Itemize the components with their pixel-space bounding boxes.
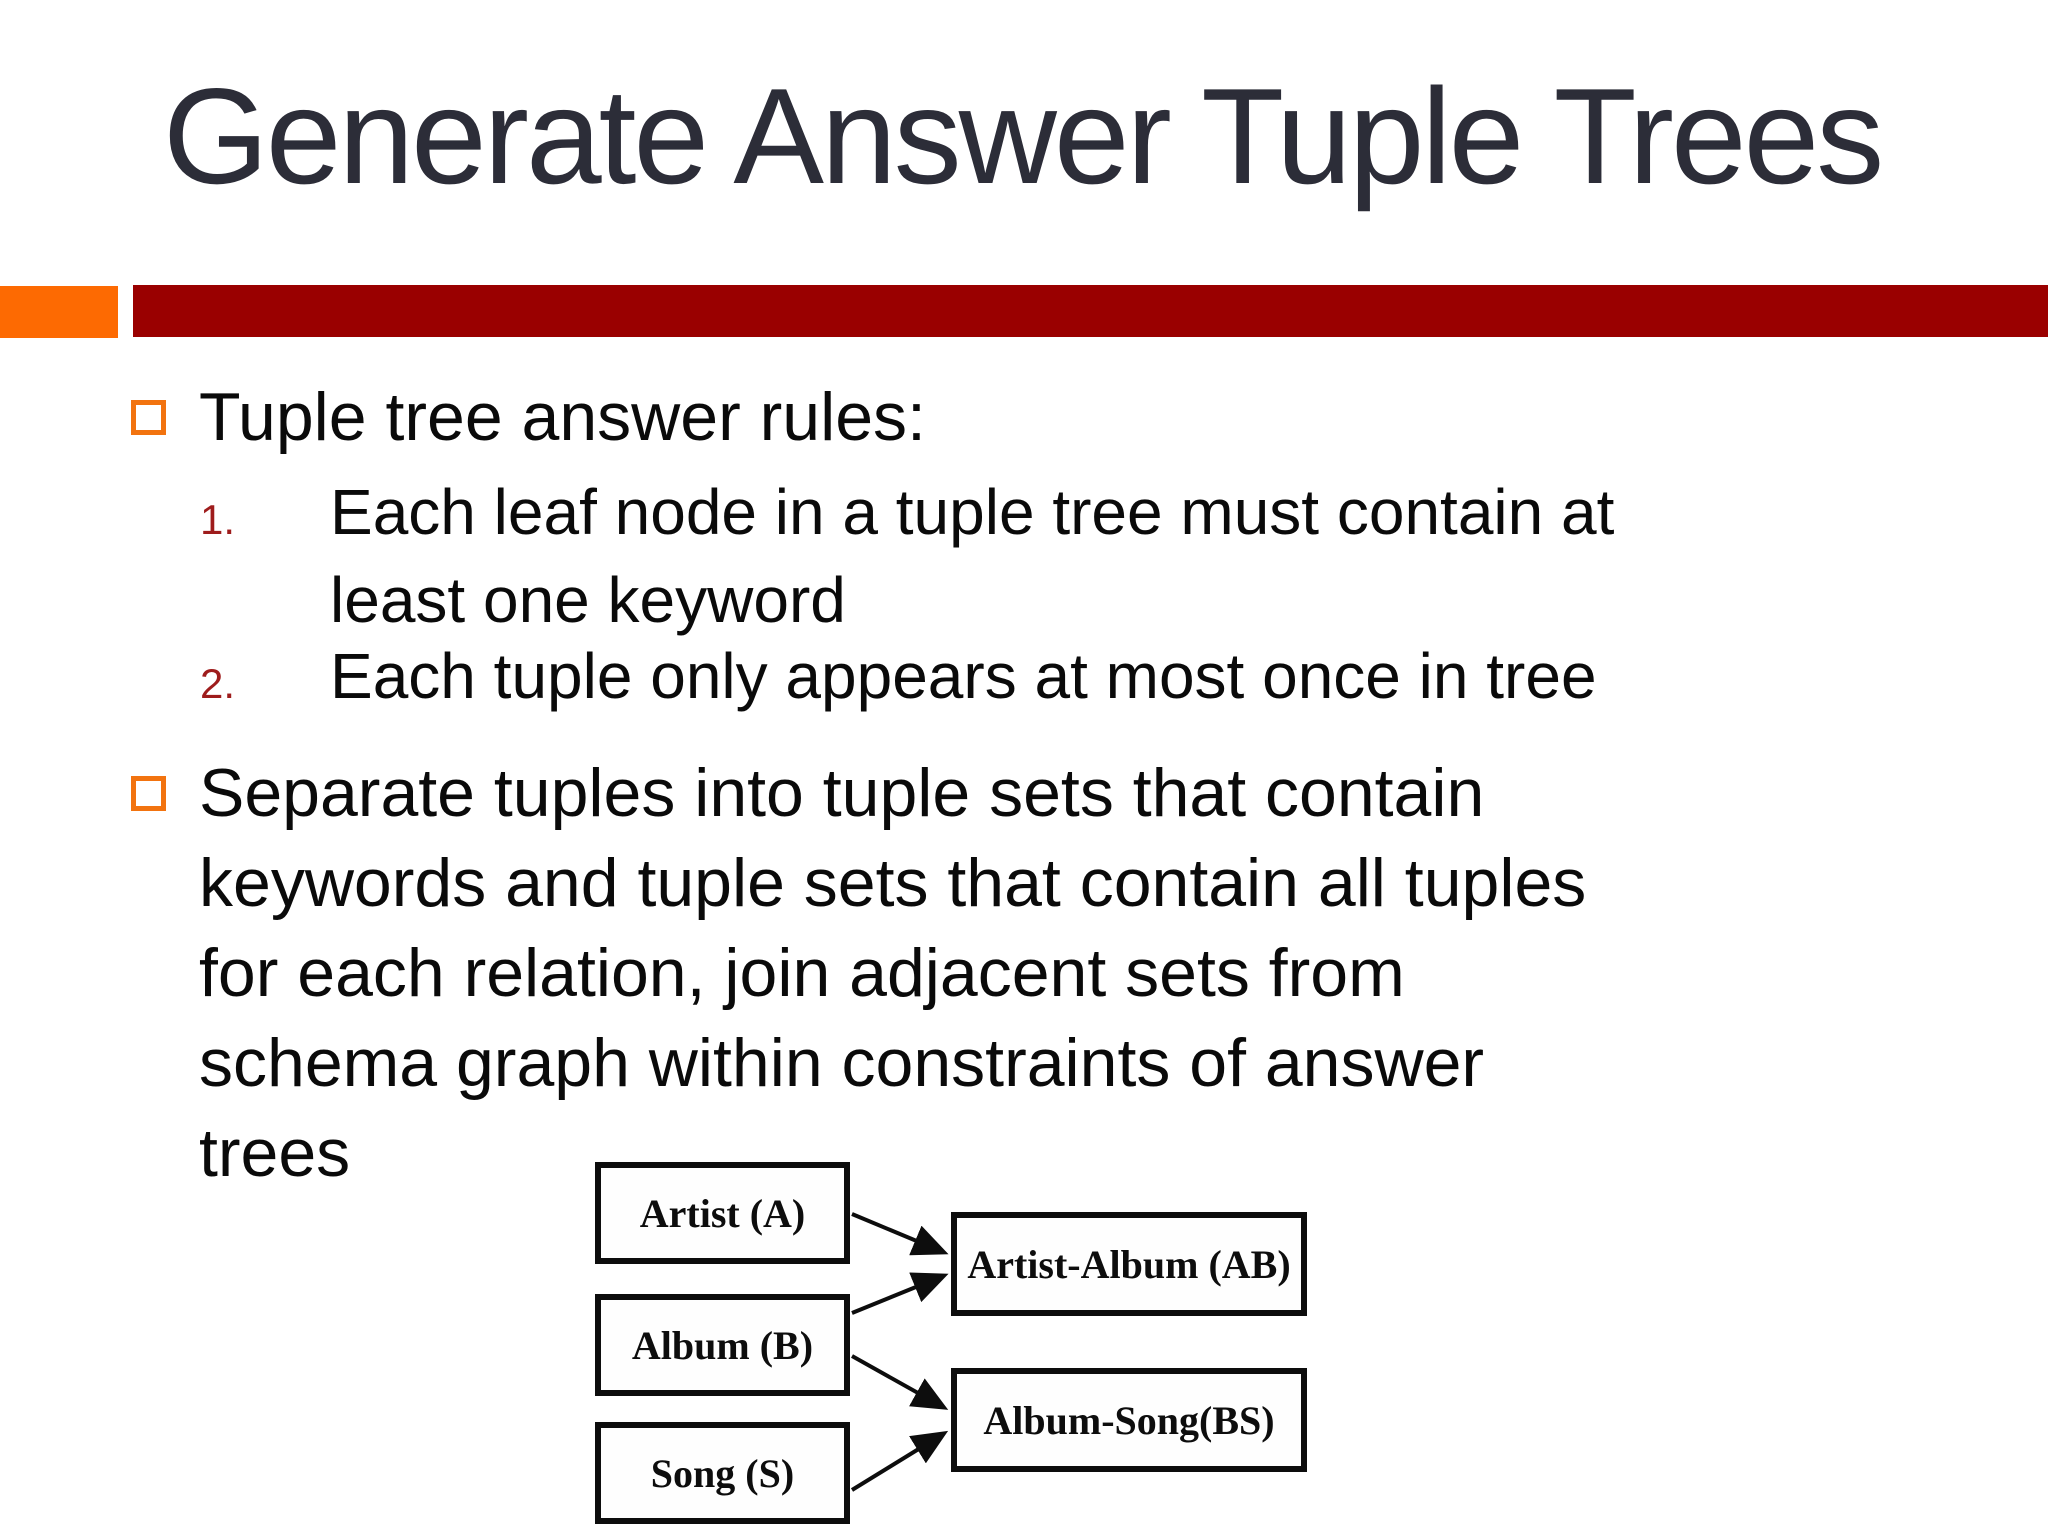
numbered-rule-2: 2. Each tuple only appears at most once …	[200, 632, 1597, 720]
rule-1-text: Each leaf node in a tuple tree must cont…	[330, 468, 1614, 644]
bullet-separate-text: Separate tuples into tuple sets that con…	[199, 748, 1586, 1198]
schema-graph-diagram: Artist (A) Album (B) Song (S) Artist-Alb…	[595, 1160, 1310, 1532]
bullet-item-rules: Tuple tree answer rules:	[131, 372, 926, 462]
rule-2-number: 2.	[200, 660, 236, 707]
bullet-separate-line-4: schema graph within constraints of answe…	[199, 1025, 1485, 1101]
accent-red-bar	[133, 285, 2048, 337]
node-album: Album (B)	[595, 1294, 850, 1396]
rule-2-text: Each tuple only appears at most once in …	[330, 632, 1597, 720]
node-artist: Artist (A)	[595, 1162, 850, 1264]
slide-title: Generate Answer Tuple Trees	[163, 60, 1884, 212]
numbered-rule-1: 1. Each leaf node in a tuple tree must c…	[200, 468, 1614, 644]
bullet-separate-line-1: Separate tuples into tuple sets that con…	[199, 755, 1485, 831]
rule-1-number: 1.	[200, 496, 236, 543]
rule-1-line-1: Each leaf node in a tuple tree must cont…	[330, 476, 1615, 548]
bullet-item-separate: Separate tuples into tuple sets that con…	[131, 748, 1586, 1198]
bullet-separate-line-5: trees	[199, 1115, 351, 1191]
node-album-song: Album-Song(BS)	[951, 1368, 1307, 1472]
bullet-rules-label: Tuple tree answer rules:	[199, 379, 926, 455]
accent-orange-square	[0, 286, 118, 338]
arrow-artist-to-ab	[851, 1212, 949, 1256]
bullet-separate-line-2: keywords and tuple sets that contain all…	[199, 845, 1587, 921]
node-song: Song (S)	[595, 1422, 850, 1524]
bullet-square-icon	[131, 400, 166, 435]
diagram-arrows	[850, 1212, 949, 1492]
arrow-album-to-bs	[851, 1354, 949, 1410]
arrow-song-to-bs	[850, 1430, 949, 1492]
rule-1-line-2: least one keyword	[330, 564, 846, 636]
bullet-separate-line-3: for each relation, join adjacent sets fr…	[199, 935, 1405, 1011]
arrow-album-to-ab	[851, 1272, 949, 1315]
node-artist-album: Artist-Album (AB)	[951, 1212, 1307, 1316]
bullet-square-icon	[131, 776, 166, 811]
rule-2-line-1: Each tuple only appears at most once in …	[330, 640, 1597, 712]
